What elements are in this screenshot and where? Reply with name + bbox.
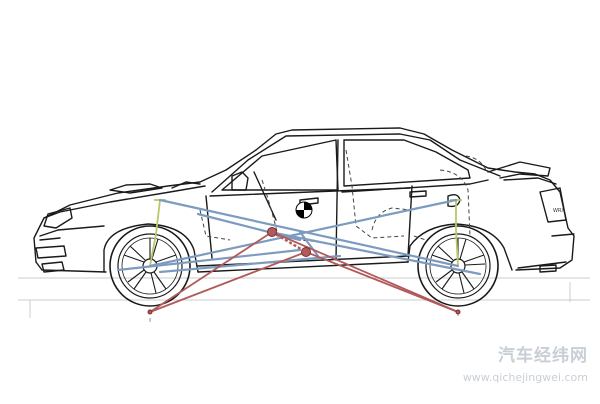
red-pivot-points [147,227,461,315]
watermark-url: www.qichejingwei.com [462,371,588,384]
watermark-brand: 汽车经纬网 [498,346,588,366]
rear-badge: WRX [553,208,565,214]
blue-links [116,198,482,276]
center-of-gravity-icon [295,201,313,219]
guide-lines [18,277,590,322]
red-links [149,230,459,313]
front-wheel-icon [109,225,191,307]
car-body [33,127,575,273]
rear-wheel-icon [417,225,499,307]
